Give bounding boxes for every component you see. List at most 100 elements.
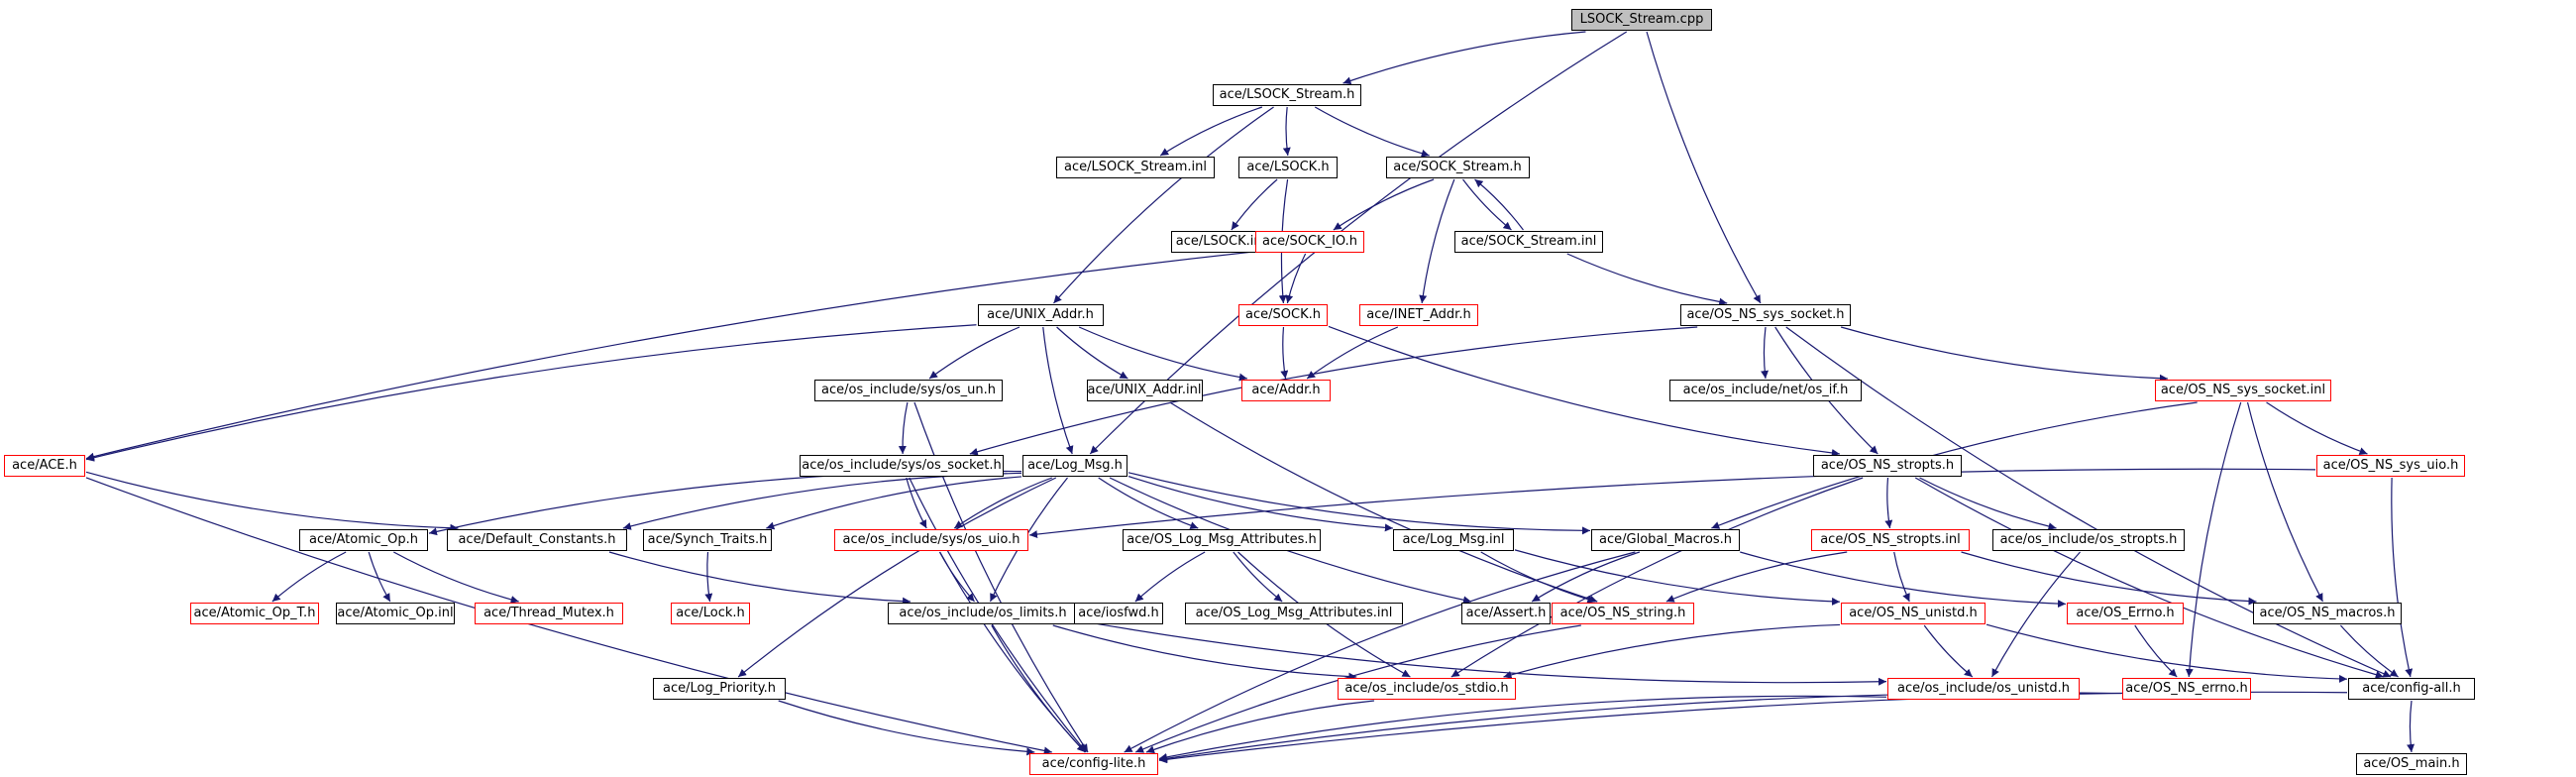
node-log-msg-inl[interactable]: ace/Log_Msg.inl	[1393, 529, 1514, 551]
node-log-msg-h[interactable]: ace/Log_Msg.h	[1022, 455, 1127, 477]
node-atomic-op-t-h[interactable]: ace/Atomic_Op_T.h	[190, 603, 319, 624]
edge-os-ns-stropts-inl-to-os-ns-string-h	[1665, 551, 1848, 603]
edge-log-priority-h-to-config-lite-h	[778, 700, 1035, 756]
edge-os-ns-sys-socket-inl-to-os-ns-errno-h	[2185, 401, 2242, 678]
edge-os-limits-h-to-os-unistd-h	[1078, 619, 1887, 686]
edge-global-macros-h-to-os-errno-h	[1740, 551, 2067, 609]
node-os-ns-string-h[interactable]: ace/OS_NS_string.h	[1552, 603, 1694, 624]
node-os-ns-stropts-inl[interactable]: ace/OS_NS_stropts.inl	[1811, 529, 1970, 551]
edge-unix-addr-inl-to-os-ns-string-h	[1169, 401, 1598, 604]
edge-log-msg-h-to-log-msg-inl	[1127, 476, 1393, 532]
node-ace-h[interactable]: ace/ACE.h	[4, 455, 85, 477]
edge-sock-stream-inl-to-sock-stream-h	[1474, 178, 1524, 231]
edge-os-errno-h-to-os-ns-errno-h	[2134, 624, 2178, 678]
node-sock-stream-h[interactable]: ace/SOCK_Stream.h	[1385, 157, 1530, 178]
edge-sock-io-h-to-sock-h	[1285, 253, 1307, 304]
node-lsock-stream-inl[interactable]: ace/LSOCK_Stream.inl	[1056, 157, 1215, 178]
edge-unix-addr-h-to-log-msg-h	[1042, 326, 1074, 455]
edge-log-msg-h-to-synch-traits-h	[766, 476, 1022, 530]
node-atomic-op-h[interactable]: ace/Atomic_Op.h	[299, 529, 428, 551]
node-atomic-op-inl[interactable]: ace/Atomic_Op.inl	[336, 603, 455, 624]
edge-sock-stream-h-to-sock-stream-inl	[1462, 178, 1512, 231]
edge-log-msg-h-to-log-priority-h	[737, 477, 1057, 678]
node-os-ns-sys-socket-h[interactable]: ace/OS_NS_sys_socket.h	[1680, 304, 1851, 326]
edge-os-stdio-h-to-config-lite-h	[1145, 700, 1375, 754]
node-os-socket-h[interactable]: ace/os_include/sys/os_socket.h	[800, 455, 1004, 477]
edge-atomic-op-h-to-atomic-op-inl	[368, 551, 391, 603]
node-os-un-h[interactable]: ace/os_include/sys/os_un.h	[814, 380, 1003, 401]
node-os-if-h[interactable]: ace/os_include/net/os_if.h	[1669, 380, 1862, 401]
node-sock-h[interactable]: ace/SOCK.h	[1238, 304, 1328, 326]
node-assert-h[interactable]: ace/Assert.h	[1461, 603, 1551, 624]
node-thread-mutex-h[interactable]: ace/Thread_Mutex.h	[475, 603, 623, 624]
edge-lsock-stream-h-to-sock-stream-h	[1314, 106, 1430, 158]
edge-os-ns-sys-socket-inl-to-os-ns-sys-uio-h	[2266, 401, 2368, 455]
node-os-ns-sys-uio-h[interactable]: ace/OS_NS_sys_uio.h	[2316, 455, 2465, 477]
node-os-log-msg-attributes-inl[interactable]: ace/OS_Log_Msg_Attributes.inl	[1185, 603, 1403, 624]
edge-os-ns-sys-uio-h-to-config-all-h	[2391, 477, 2414, 678]
edge-os-ns-sys-socket-h-to-os-if-h	[1761, 326, 1770, 380]
edge-os-uio-h-to-config-lite-h	[939, 551, 1086, 753]
edge-sock-h-to-os-ns-stropts-h	[1328, 325, 1840, 457]
node-default-constants-h[interactable]: ace/Default_Constants.h	[447, 529, 627, 551]
node-iosfwd-h[interactable]: ace/iosfwd.h	[1074, 603, 1163, 624]
node-os-stropts-h[interactable]: ace/os_include/os_stropts.h	[1992, 529, 2185, 551]
edge-os-log-msg-attributes-h-to-iosfwd-h	[1134, 551, 1206, 603]
node-config-all-h[interactable]: ace/config-all.h	[2348, 678, 2475, 700]
edge-root-to-os-ns-sys-socket-h	[1646, 31, 1762, 304]
node-log-priority-h[interactable]: ace/Log_Priority.h	[653, 678, 786, 700]
edge-unix-addr-h-to-unix-addr-inl	[1056, 326, 1128, 380]
edge-os-ns-macros-h-to-config-all-h	[2339, 624, 2399, 678]
edge-sock-stream-h-to-sock-io-h	[1333, 178, 1435, 231]
node-os-limits-h[interactable]: ace/os_include/os_limits.h	[888, 603, 1078, 624]
edge-os-ns-sys-socket-h-to-os-socket-h	[969, 326, 1698, 456]
node-synch-traits-h[interactable]: ace/Synch_Traits.h	[643, 529, 772, 551]
node-global-macros-h[interactable]: ace/Global_Macros.h	[1591, 529, 1740, 551]
edge-lsock-stream-h-to-unix-addr-h	[1053, 106, 1274, 304]
node-os-ns-stropts-h[interactable]: ace/OS_NS_stropts.h	[1813, 455, 1962, 477]
edge-ace-h-to-config-lite-h	[85, 477, 1052, 755]
node-os-ns-macros-h[interactable]: ace/OS_NS_macros.h	[2253, 603, 2402, 624]
edge-os-ns-sys-socket-inl-to-os-ns-macros-h	[2246, 401, 2324, 603]
node-os-log-msg-attributes-h[interactable]: ace/OS_Log_Msg_Attributes.h	[1123, 529, 1321, 551]
node-lsock-inl[interactable]: ace/LSOCK.inl	[1171, 231, 1270, 253]
node-unix-addr-h[interactable]: ace/UNIX_Addr.h	[977, 304, 1104, 326]
node-os-stdio-h[interactable]: ace/os_include/os_stdio.h	[1338, 678, 1516, 700]
node-lsock-stream-h[interactable]: ace/LSOCK_Stream.h	[1213, 84, 1361, 106]
edge-config-all-h-to-config-lite-h	[1158, 691, 2348, 764]
node-os-ns-errno-h[interactable]: ace/OS_NS_errno.h	[2122, 678, 2251, 700]
edge-os-ns-stropts-inl-to-os-ns-macros-h	[1961, 551, 2257, 606]
node-lsock-h[interactable]: ace/LSOCK.h	[1238, 157, 1338, 178]
node-root[interactable]: LSOCK_Stream.cpp	[1571, 9, 1712, 31]
edge-lsock-stream-h-to-lsock-h	[1282, 106, 1291, 157]
edge-os-ns-string-h-to-config-lite-h	[1134, 624, 1581, 753]
node-sock-io-h[interactable]: ace/SOCK_IO.h	[1255, 231, 1364, 253]
node-unix-addr-inl[interactable]: ace/UNIX_Addr.inl	[1086, 380, 1203, 401]
node-os-unistd-h[interactable]: ace/os_include/os_unistd.h	[1887, 678, 2080, 700]
edge-global-macros-h-to-assert-h	[1531, 551, 1641, 603]
edge-log-msg-h-to-os-uio-h	[953, 477, 1053, 529]
node-os-main-h[interactable]: ace/OS_main.h	[2356, 753, 2467, 775]
edge-ace-h-to-default-constants-h	[85, 471, 459, 532]
edge-os-ns-stropts-h-to-os-ns-stropts-inl	[1884, 477, 1893, 529]
node-sock-stream-inl[interactable]: ace/SOCK_Stream.inl	[1454, 231, 1603, 253]
edge-config-all-h-to-os-main-h	[2407, 700, 2415, 753]
node-inet-addr-h[interactable]: ace/INET_Addr.h	[1359, 304, 1478, 326]
node-os-ns-sys-socket-inl[interactable]: ace/OS_NS_sys_socket.inl	[2155, 380, 2331, 401]
edge-unix-addr-h-to-ace-h	[85, 324, 977, 462]
edge-os-ns-stropts-h-to-os-stropts-h	[1919, 477, 2057, 531]
edge-os-ns-sys-socket-h-to-os-ns-sys-socket-inl	[1840, 326, 2168, 383]
node-os-uio-h[interactable]: ace/os_include/sys/os_uio.h	[834, 529, 1028, 551]
node-addr-h[interactable]: ace/Addr.h	[1241, 380, 1331, 401]
edge-lsock-stream-h-to-lsock-stream-inl	[1159, 106, 1263, 157]
edge-lsock-h-to-lsock-inl	[1231, 178, 1278, 231]
edge-os-ns-sys-socket-inl-to-global-macros-h	[1711, 401, 2198, 529]
edge-atomic-op-h-to-atomic-op-t-h	[271, 551, 347, 603]
edge-unix-addr-h-to-addr-h	[1078, 326, 1247, 382]
node-os-ns-unistd-h[interactable]: ace/OS_NS_unistd.h	[1841, 603, 1986, 624]
edge-os-ns-errno-h-to-config-lite-h	[1158, 692, 2122, 763]
node-lock-h[interactable]: ace/Lock.h	[671, 603, 750, 624]
edge-os-log-msg-attributes-h-to-os-log-msg-attributes-inl	[1233, 551, 1283, 603]
node-config-lite-h[interactable]: ace/config-lite.h	[1029, 753, 1158, 775]
node-os-errno-h[interactable]: ace/OS_Errno.h	[2067, 603, 2184, 624]
